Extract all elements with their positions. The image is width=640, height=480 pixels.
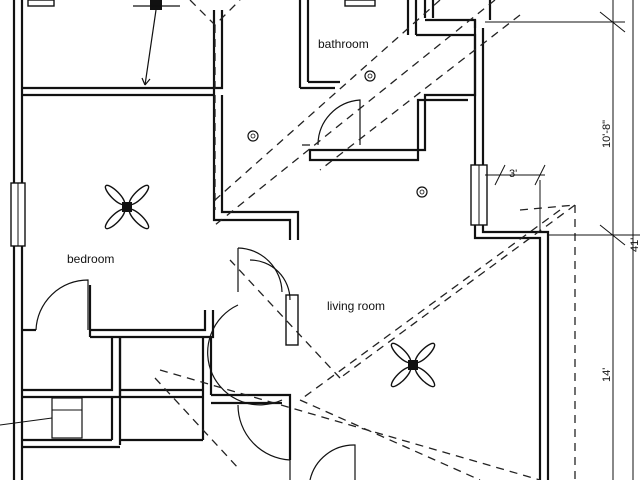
dimension-label: 41'	[629, 238, 640, 252]
window-icon	[470, 164, 488, 226]
dimension-label: 14'	[601, 368, 613, 382]
door-swing-icon	[35, 279, 89, 331]
dimension-label: 3'	[509, 168, 517, 180]
dimension-lines	[485, 0, 640, 480]
ceiling-fan-icon	[104, 184, 150, 230]
ceiling-fan-icon	[390, 342, 436, 388]
overhead-dashed-lines	[154, 0, 576, 480]
ceiling-light-icon	[416, 186, 428, 198]
ceiling-light-icon	[364, 70, 376, 82]
bathroom-label: bathroom	[318, 37, 369, 51]
bedroom-walls	[22, 95, 300, 339]
living-room-label: living room	[327, 299, 385, 313]
bedroom-label: bedroom	[67, 252, 114, 266]
top-left-room-walls	[22, 0, 224, 97]
window-icon	[10, 182, 26, 247]
right-walls	[423, 0, 550, 480]
hall-door	[207, 247, 356, 480]
ceiling-fan-icon	[133, 0, 180, 86]
door-swing-icon	[317, 99, 361, 146]
dimension-label: 10'-8"	[601, 120, 613, 148]
closet-walls	[22, 337, 292, 460]
ceiling-light-icon	[247, 130, 259, 142]
appliance-box	[0, 397, 83, 439]
